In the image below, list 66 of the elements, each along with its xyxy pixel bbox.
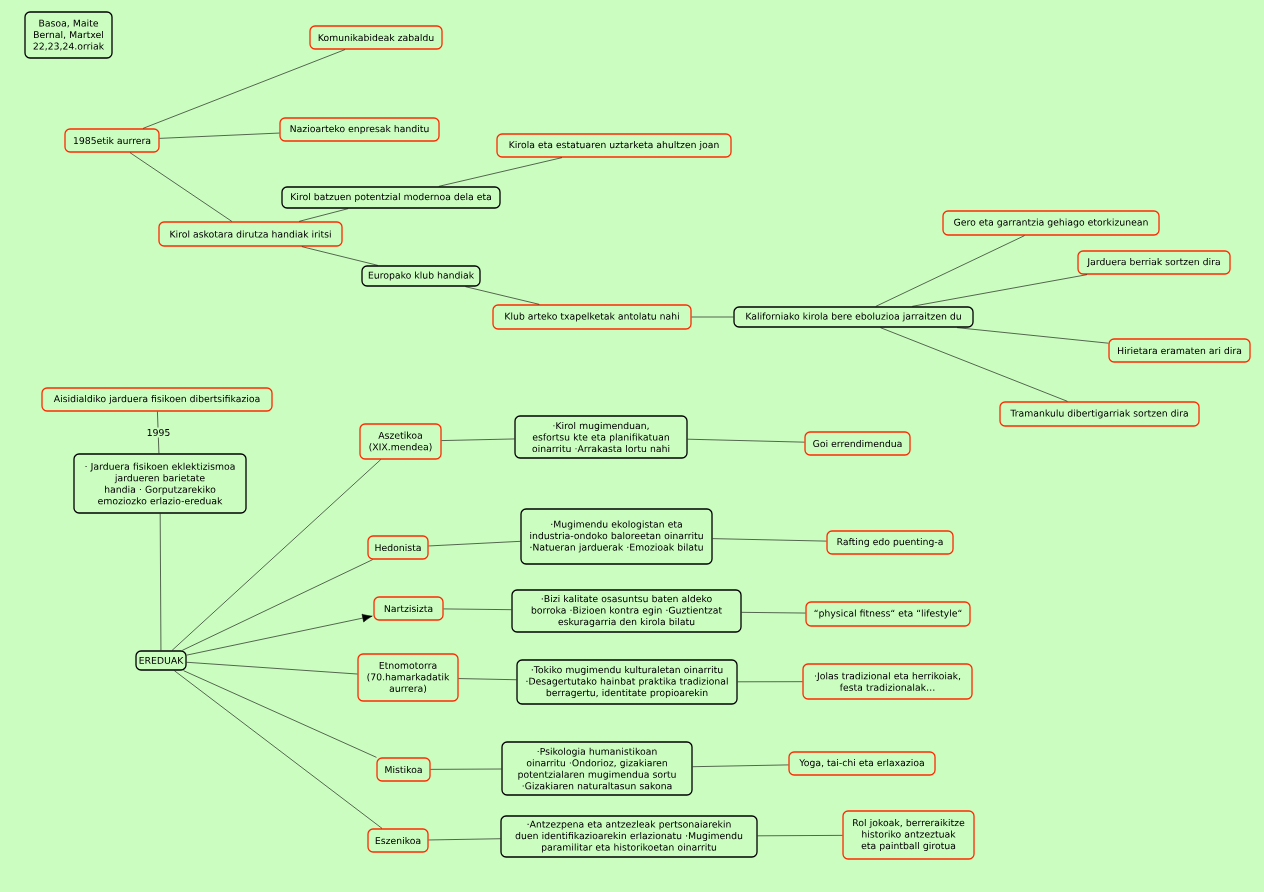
connector (183, 670, 377, 758)
connector (687, 438, 805, 443)
topic-box: Komunikabideak zabaldu (309, 25, 443, 50)
connector (757, 835, 843, 837)
concept-box: EREDUAK (135, 650, 187, 671)
concept-box: Kaliforniako kirola bere eboluzioa jarraitzen du (733, 306, 974, 328)
connector (301, 246, 379, 266)
topic-box: Rol jokoak, berreraikitze historiko antzeztuak eta paintball girotua (842, 810, 975, 860)
topic-box: Hedonista (367, 535, 429, 560)
topic-box: Jarduera berriak sortzen dira (1077, 250, 1231, 275)
connector (430, 768, 502, 770)
concept-box: Basoa, Maite Bernal, Martxel 22,23,24.orriak (24, 11, 113, 59)
connector (443, 608, 512, 610)
connector (171, 459, 381, 651)
connector (159, 132, 280, 139)
topic-box: Kirol askotara dirutza handiak iritsi (158, 221, 343, 247)
connector (712, 538, 827, 542)
concept-box: ·Tokiko mugimendu kulturaletan oinarritu ·Desagertutako hainbat praktika tradizional berragertu, identitate propioarekin (516, 659, 738, 705)
topic-box: Nazioarteko enpresak handitu (279, 117, 440, 142)
connector (956, 327, 1109, 344)
concept-box: Kirol batzuen potentzial modernoa dela eta (281, 186, 501, 209)
topic-box: Yoga, tai-chi eta erlaxazioa (788, 751, 936, 776)
concept-box: ·Mugimendu ekologistan eta industria-ondoko baloreetan oinarritu ·Natueran jarduerak ·Emozioak bilatu (520, 508, 713, 565)
connector (186, 661, 358, 675)
connector (174, 670, 383, 829)
topic-box: Rafting edo puenting-a (826, 530, 954, 555)
connector (428, 541, 521, 547)
topic-box: Etnomotorra (70.hamarkadatik aurrera) (357, 653, 459, 702)
connector (875, 235, 1025, 307)
connector (181, 559, 373, 651)
concept-box: ·Kirol mugimenduan, esfortsu kte eta planifikatuan oinarritu ·Arrakasta lortu nahi (514, 415, 688, 459)
connector (441, 438, 515, 441)
topic-box: “physical fitness“ eta “lifestyle“ (805, 601, 971, 627)
connector (458, 678, 517, 681)
topic-box: 1985etik aurrera (64, 128, 160, 153)
topic-box: Goi errendimendua (804, 431, 911, 456)
concept-box: ·Psikologia humanistikoan oinarritu ·Ondorioz, gizakiaren potentzialaren mugimendua sortu ·Gizakiaren naturaltasun sakona (501, 741, 693, 796)
connector (880, 327, 1068, 402)
connector (142, 49, 346, 129)
topic-box: Hirietara eramaten ari dira (1108, 338, 1251, 363)
connector (692, 764, 789, 767)
topic-box: Tramankulu dibertigarriak sortzen dira (999, 401, 1200, 427)
topic-box: ·Jolas tradizional eta herrikoiak, festa tradizionalak… (802, 663, 973, 700)
connector (737, 681, 803, 683)
edge-label: 1995 (145, 427, 172, 438)
connector (691, 316, 734, 318)
connector (438, 157, 563, 187)
concept-box: ·Bizi kalitate osasuntsu baten aldeko borroka ·Bizioen kontra egin ·Guztientzat eskuragarria den kirola bilatu (511, 589, 742, 633)
connector (465, 286, 540, 305)
connector (911, 274, 1088, 307)
connector (159, 513, 162, 651)
connector (186, 613, 373, 656)
concept-box: · Jarduera fisikoen eklektizismoa jardueren barietate handia · Gorputzarekiko emoziozko erlazio-ereduak (73, 453, 247, 514)
connector (741, 612, 806, 614)
concept-box: Europako klub handiak (361, 265, 481, 287)
topic-box: Aisidialdiko jarduera fisikoen dibertsifikazioa (41, 387, 273, 412)
connector (428, 838, 501, 841)
concept-box: ·Antzezpena eta antzezleak pertsonaiarekin duen identifikazioarekin erlazionatu ·Mugimendu paramilitar eta historikoetan oinarritu (500, 815, 758, 858)
topic-box: Eszenikoa (367, 828, 429, 853)
connector (129, 152, 233, 222)
topic-box: Mistikoa (376, 757, 431, 782)
topic-box: Kirola eta estatuaren uztarketa ahultzen joan (496, 133, 732, 158)
topic-box: Gero eta garrantzia gehiago etorkizunean (942, 210, 1160, 236)
topic-box: Aszetikoa (XIX.mendea) (359, 423, 442, 460)
topic-box: Klub arteko txapelketak antolatu nahi (492, 304, 692, 330)
topic-box: Nartzisizta (373, 596, 444, 621)
